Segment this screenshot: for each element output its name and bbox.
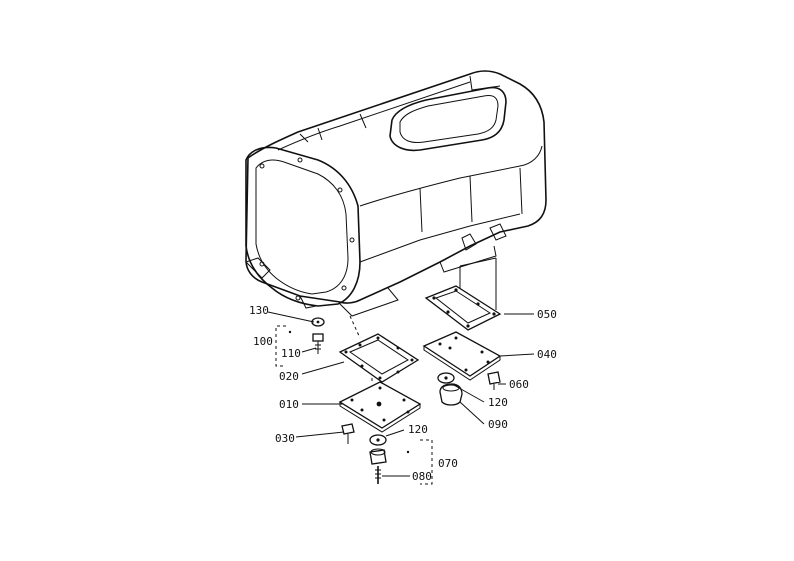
- label-070: 070: [438, 457, 458, 470]
- label-110: 110: [281, 347, 301, 360]
- label-020: 020: [279, 370, 299, 383]
- label-050: 050: [537, 308, 557, 321]
- cover-plate-010: [338, 381, 422, 433]
- label-120-lower: 120: [408, 423, 428, 436]
- gasket-020: [338, 333, 420, 383]
- leader-lines: [267, 311, 535, 477]
- label-040: 040: [537, 348, 557, 361]
- gasket-050: [424, 285, 502, 331]
- group-brackets: [275, 325, 433, 485]
- part-labels: 130 100 110 020 010 030 050 040 060 120 …: [249, 304, 557, 483]
- cover-plate-040: [422, 331, 502, 381]
- label-120-right: 120: [488, 396, 508, 409]
- label-130: 130: [249, 304, 269, 317]
- label-080: 080: [412, 470, 432, 483]
- transmission-housing: [245, 70, 547, 317]
- label-030: 030: [275, 432, 295, 445]
- label-090: 090: [488, 418, 508, 431]
- label-060: 060: [509, 378, 529, 391]
- label-100: 100: [253, 335, 273, 348]
- label-010: 010: [279, 398, 299, 411]
